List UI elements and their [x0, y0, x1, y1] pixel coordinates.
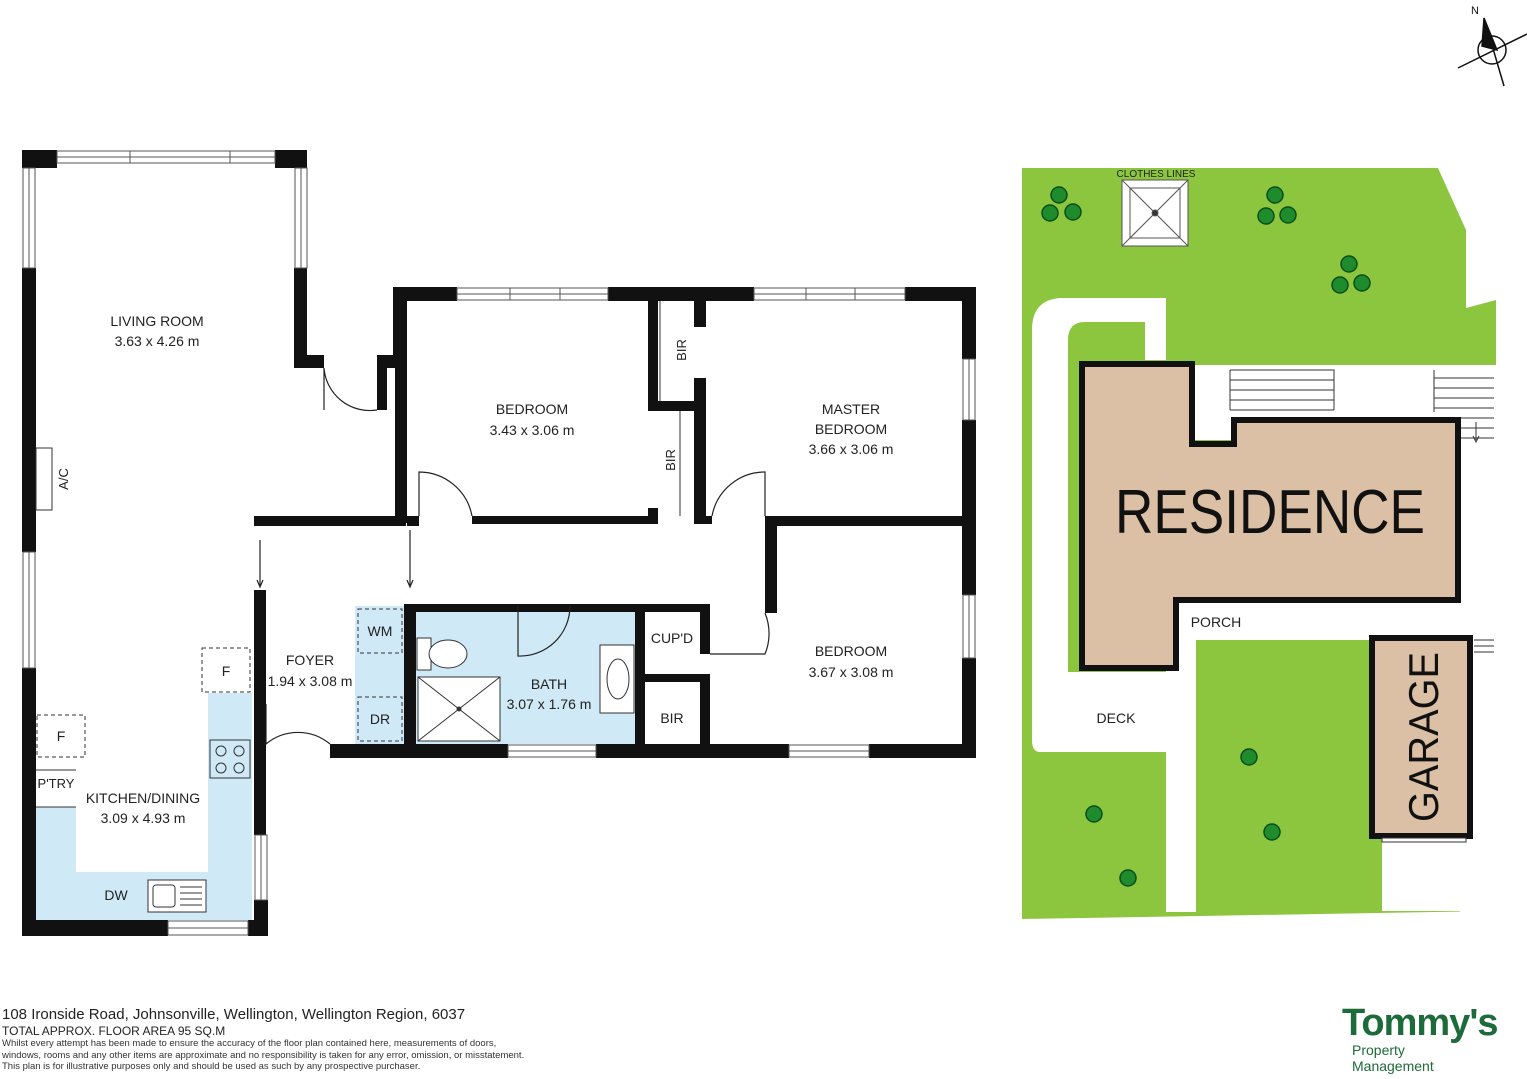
- master-name-2: BEDROOM: [815, 421, 887, 437]
- residence-label: RESIDENCE: [1115, 478, 1425, 547]
- bir3-label: BIR: [660, 710, 683, 726]
- kitchen-name: KITCHEN/DINING: [86, 790, 200, 806]
- garage-block: [1369, 635, 1473, 839]
- master-name-1: MASTER: [822, 401, 880, 417]
- bedroom1-dims: 3.43 x 3.06 m: [490, 422, 575, 438]
- room-labels: LIVING ROOM 3.63 x 4.26 m BEDROOM 3.43 x…: [38, 313, 894, 903]
- porch-label: PORCH: [1191, 614, 1242, 630]
- bedroom1-name: BEDROOM: [496, 401, 568, 417]
- vanity: [599, 644, 635, 714]
- washing-machine-box: [357, 608, 403, 654]
- bedroom1-door: [418, 471, 473, 517]
- property-address: 108 Ironside Road, Johnsonville, Welling…: [2, 1006, 466, 1023]
- fridge-box-1: [201, 647, 251, 693]
- company-logo: Tommy's Property Management: [1340, 1002, 1520, 1077]
- logo-wordmark: Tommy's: [1342, 1002, 1498, 1044]
- bir2-label: BIR: [663, 449, 678, 471]
- wm-label: WM: [368, 623, 393, 639]
- bath-dims: 3.07 x 1.76 m: [507, 696, 592, 712]
- logo-sub-2: Management: [1352, 1058, 1434, 1074]
- dryer-box: [357, 696, 403, 742]
- ac-unit: [35, 447, 53, 511]
- bedroom3-dims: 3.67 x 3.08 m: [809, 664, 894, 680]
- fridge2-label: F: [57, 728, 66, 744]
- clothes-lines-label: CLOTHES LINES: [1117, 169, 1196, 180]
- porch-area: [1166, 600, 1476, 640]
- garage-label: GARAGE: [1400, 652, 1447, 822]
- logo-sub-1: Property: [1352, 1042, 1405, 1058]
- residence-block: [1079, 361, 1461, 671]
- kitchen-dims: 3.09 x 4.93 m: [101, 810, 186, 826]
- living-room-dims: 3.63 x 4.26 m: [115, 333, 200, 349]
- master-dims: 3.66 x 3.06 m: [809, 441, 894, 457]
- compass-north-label: N: [1471, 5, 1479, 17]
- driveway-path: [1032, 298, 1166, 752]
- bath-door: [517, 605, 571, 657]
- front-door: [265, 704, 331, 746]
- pantry-label: P'TRY: [38, 776, 75, 791]
- trees: [1041, 186, 1371, 887]
- logo-subtitle: Property Management: [1352, 1042, 1434, 1074]
- entry-arrow-1: [256, 540, 264, 589]
- living-room-name: LIVING ROOM: [110, 313, 203, 329]
- wet-areas: [36, 606, 635, 920]
- entry-arrow-2: [406, 530, 414, 589]
- doors: [256, 367, 770, 746]
- footer: 108 Ironside Road, Johnsonville, Welling…: [2, 1006, 702, 1073]
- disclaimer-line-3: This plan is for illustrative purposes o…: [2, 1061, 421, 1072]
- disclaimer-line-1: Whilst every attempt has been made to en…: [2, 1038, 497, 1049]
- dr-label: DR: [370, 711, 390, 727]
- fridge1-label: F: [222, 663, 231, 679]
- bath-name: BATH: [531, 676, 567, 692]
- deck-label: DECK: [1097, 710, 1137, 726]
- bedroom3-door: [710, 612, 770, 655]
- master-door: [711, 471, 766, 517]
- cooktop: [209, 739, 251, 779]
- bedroom3-name: BEDROOM: [815, 643, 887, 659]
- compass-icon: N: [1457, 5, 1527, 87]
- fixtures: [35, 301, 681, 913]
- garage-apron: [1382, 838, 1466, 911]
- foyer-name: FOYER: [286, 652, 334, 668]
- kitchen-bench: [36, 693, 252, 920]
- cupd-label: CUP'D: [651, 630, 693, 646]
- site-plan: CLOTHES LINES RESIDENCE PORCH DECK GARAG…: [1022, 168, 1496, 919]
- disclaimer-line-2: windows, rooms and any other items are a…: [2, 1049, 525, 1061]
- clothes-line: [1121, 179, 1189, 247]
- laundry-area: [355, 606, 405, 744]
- foyer-dims: 1.94 x 3.08 m: [268, 673, 353, 689]
- living-door: [323, 367, 378, 412]
- bir1-label: BIR: [674, 339, 689, 361]
- floor-area: TOTAL APPROX. FLOOR AREA 95 SQ.M: [2, 1024, 226, 1038]
- windows: [22, 150, 976, 936]
- fridge-box-2: [36, 714, 86, 758]
- walls: [22, 150, 976, 936]
- ac-label: A/C: [56, 468, 71, 490]
- dishwasher-label: DW: [104, 887, 128, 903]
